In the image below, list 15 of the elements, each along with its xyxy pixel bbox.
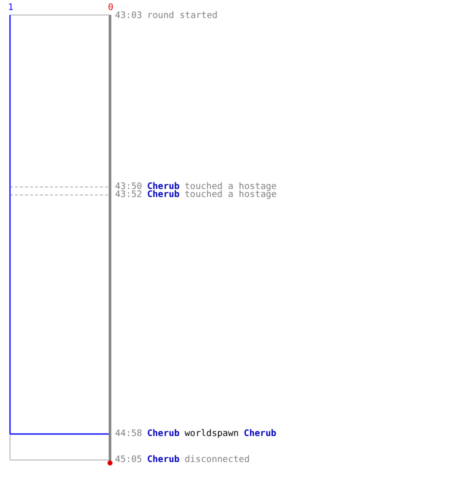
player-name: Cherub [147,191,180,200]
timestamp: 43:52 [115,191,142,200]
timestamp: 43:03 [115,12,142,21]
timestamp: 45:05 [115,456,142,465]
event-text: touched a hostage [184,191,277,200]
timestamp: 44:58 [115,430,142,439]
timestamp: 43:50 [115,183,142,192]
player-name: Cherub [244,430,276,439]
player-name: Cherub [147,456,180,465]
player-name: Cherub [147,430,180,439]
event-text: round started [147,12,218,21]
team-number: 1 [8,4,14,13]
event-text: worldspawn [184,430,239,439]
team-number: 0 [108,4,114,13]
event-text: disconnected [184,456,250,465]
